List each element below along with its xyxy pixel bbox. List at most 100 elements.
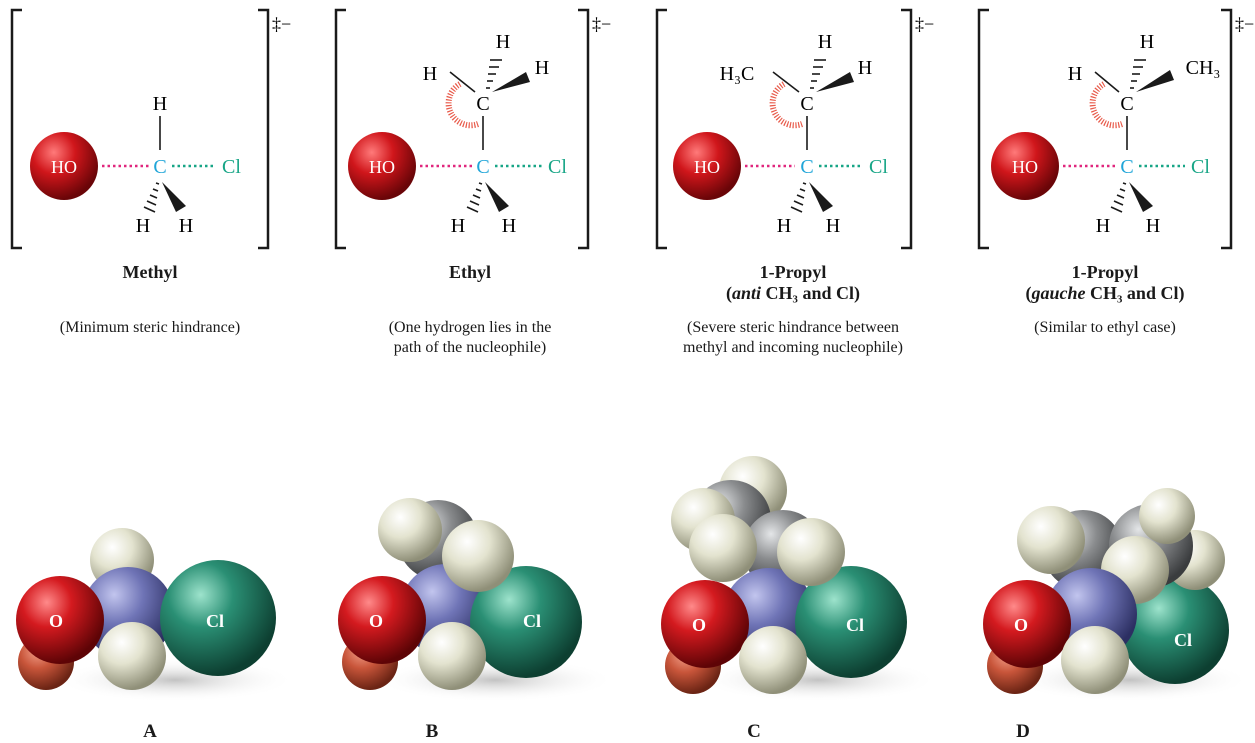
subtitle-rest: CH₃ and Cl) (1085, 283, 1185, 303)
panel-note-line1: (Severe steric hindrance between (687, 319, 899, 336)
hashed-bond-left (790, 182, 807, 213)
hydrogen-right: H (858, 57, 872, 79)
model-label-c: C (747, 721, 761, 742)
ho-label: HO (51, 157, 77, 177)
charge-label: ‡− (272, 14, 291, 34)
panel-note: (Similar to ethyl case) (955, 318, 1255, 338)
chlorine-sphere (1121, 576, 1229, 684)
steric-hindrance-arc (1089, 81, 1124, 129)
hydrogen-bottom-right: H (826, 215, 840, 237)
hydroxide-sphere (673, 132, 741, 200)
chlorine-label: Cl (523, 611, 541, 631)
left-bracket (334, 8, 346, 250)
hydroxide-sphere (348, 132, 416, 200)
chlorine-label: Cl (548, 156, 567, 178)
hashed-bond-left (143, 182, 160, 213)
hashed-bond-up (1130, 59, 1146, 89)
oxygen-sphere (983, 580, 1071, 668)
hydroxide-sphere (30, 132, 98, 200)
panel-note: (Minimum steric hindrance) (0, 318, 300, 338)
left-bracket (977, 8, 989, 250)
oxygen-sphere (16, 576, 104, 664)
panel-ethyl: ‡− HO C Cl C H H H H (320, 0, 620, 380)
wedge-bond-right (162, 182, 186, 212)
bond-c-h-left (1094, 71, 1120, 93)
oxygen-label: O (49, 611, 63, 631)
right-bracket (578, 8, 590, 250)
subtitle-open: ( (726, 283, 733, 303)
panel-title: Ethyl (448, 262, 491, 282)
subtitle-italic: anti (732, 283, 762, 303)
panel-propyl-gauche: ‡− HO C Cl C H H CH₃ (955, 0, 1255, 380)
chlorine-label: Cl (1174, 630, 1192, 650)
wedge-bond-right (1136, 70, 1174, 92)
oxygen-label: O (369, 611, 383, 631)
methyl-group-label: CH₃ (1186, 57, 1221, 79)
panel-note-line1: (One hydrogen lies in the (388, 319, 552, 336)
space-filling-model-c: O Cl (661, 456, 938, 702)
hydrogen-sphere (739, 626, 807, 694)
hydrogen-sphere (777, 518, 845, 586)
panel-title: 1-Propyl (759, 262, 827, 282)
central-carbon: C (800, 156, 813, 178)
methyl-transition-state: ‡− HO C Cl H H H (10, 8, 291, 250)
hydrogen-top: H (153, 93, 167, 115)
panel-propyl-anti: ‡− HO C Cl C H₃C H H (643, 0, 943, 380)
wedge-bond-right-bottom (809, 182, 833, 212)
right-bracket (258, 8, 270, 250)
steric-hindrance-arc (445, 81, 480, 129)
ethyl-transition-state: ‡− HO C Cl C H H H H (334, 8, 611, 250)
panel-note: (One hydrogen lies in the path of the nu… (320, 318, 620, 358)
hydrogen-sphere (378, 498, 442, 562)
hashed-bond-up (810, 59, 826, 89)
hydrogen-sphere (1061, 626, 1129, 694)
panel-methyl: ‡− HO C Cl H H H Methyl (Minimum steric … (0, 0, 300, 380)
panel-subtitle: (anti CH₃ and Cl) (643, 283, 943, 304)
space-filling-model-d: O Cl (983, 488, 1250, 702)
hydrogen-sphere (418, 622, 486, 690)
hydrogen-sphere (98, 622, 166, 690)
central-carbon: C (153, 156, 166, 178)
propyl-anti-transition-state: ‡− HO C Cl C H₃C H H (655, 8, 934, 250)
charge-label: ‡− (915, 14, 934, 34)
chlorine-label: Cl (206, 611, 224, 631)
panel-note-line1: (Similar to ethyl case) (1034, 319, 1176, 336)
central-carbon: C (476, 156, 489, 178)
wedge-bond-right-bottom (1129, 182, 1153, 212)
chlorine-sphere (795, 566, 907, 678)
hydrogen-sphere (1139, 488, 1195, 544)
bond-c-ch3 (772, 71, 800, 93)
right-bracket (1221, 8, 1233, 250)
hashed-bond-left (466, 182, 483, 213)
central-carbon: C (1120, 156, 1133, 178)
hydrogen-bottom-left: H (136, 215, 150, 237)
subtitle-italic: gauche (1031, 283, 1086, 303)
hydrogen-bottom-right: H (1146, 215, 1160, 237)
panel-title: 1-Propyl (1071, 262, 1139, 282)
hydrogen-bottom-right: H (179, 215, 193, 237)
chlorine-sphere (160, 560, 276, 676)
hydrogen-sphere (689, 514, 757, 582)
panel-subtitle: (gauche CH₃ and Cl) (955, 283, 1255, 304)
right-bracket (901, 8, 913, 250)
subtitle-open: ( (1025, 283, 1032, 303)
hydrogen-top: H (496, 31, 510, 53)
hydrogen-right: H (535, 57, 549, 79)
subtitle-rest: CH₃ and Cl) (761, 283, 860, 303)
ho-label: HO (694, 157, 720, 177)
wedge-bond-right (816, 72, 854, 92)
hydrogen-top: H (1140, 31, 1154, 53)
panel-note-line1: (Minimum steric hindrance) (59, 319, 241, 336)
bond-c-h-left (449, 71, 476, 93)
hydrogen-left: H (423, 63, 437, 85)
wedge-bond-right (492, 72, 530, 92)
charge-label: ‡− (592, 14, 611, 34)
propyl-gauche-transition-state: ‡− HO C Cl C H H CH₃ (977, 8, 1254, 250)
panel-note: (Severe steric hindrance between methyl … (643, 318, 943, 358)
hydrogen-bottom-left: H (1096, 215, 1110, 237)
oxygen-sphere (338, 576, 426, 664)
caption-propyl-gauche: 1-Propyl (gauche CH₃ and Cl) (Similar to… (955, 262, 1255, 338)
ho-label: HO (1012, 157, 1038, 177)
panel-note-line2: methyl and incoming nucleophile) (683, 339, 903, 356)
